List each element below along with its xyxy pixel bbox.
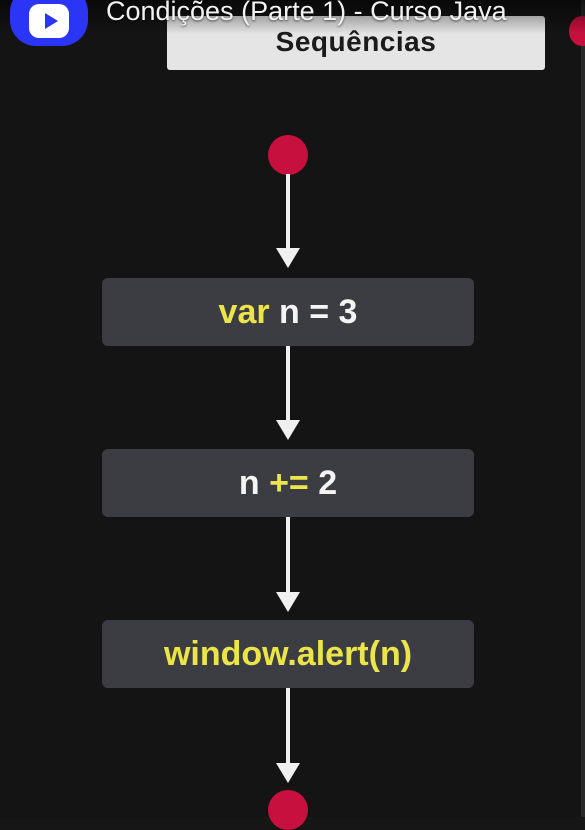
flow-step-1: var n = 3 [102, 278, 474, 346]
step-2-var: n [238, 463, 270, 502]
step-3-call: window.alert(n) [163, 634, 413, 673]
play-badge-icon [29, 4, 69, 38]
flow-step-2: n += 2 [102, 449, 474, 517]
step-2-operator: += [269, 463, 309, 502]
player-logo-icon[interactable] [10, 0, 88, 46]
end-node [268, 790, 308, 830]
arrow-down-icon [276, 420, 300, 440]
arrow-line [286, 517, 290, 597]
start-node [268, 135, 308, 175]
arrow-down-icon [276, 592, 300, 612]
video-title[interactable]: Condições (Parte 1) - Curso Java [106, 0, 507, 26]
play-icon [44, 13, 58, 29]
step-1-rest: n = 3 [269, 292, 358, 331]
arrow-line [286, 174, 290, 254]
flow-step-3: window.alert(n) [102, 620, 474, 688]
adjacent-frame-strip [581, 0, 585, 817]
step-2-value: 2 [308, 463, 338, 502]
arrow-down-icon [276, 763, 300, 783]
arrow-line [286, 688, 290, 768]
arrow-line [286, 346, 290, 426]
player-top-bar [0, 0, 585, 34]
arrow-down-icon [276, 248, 300, 268]
step-1-keyword: var [218, 292, 270, 331]
